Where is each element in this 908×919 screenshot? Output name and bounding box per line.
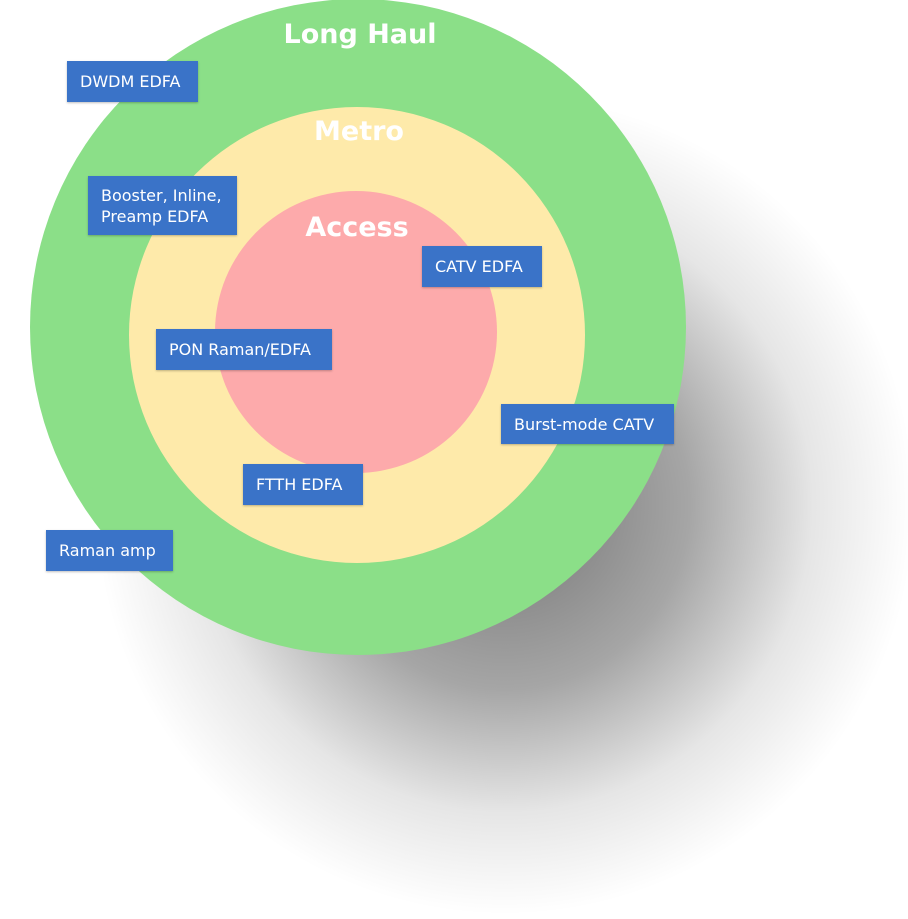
- metro-label: Metro: [314, 116, 404, 147]
- dwdm-edfa-tag: DWDM EDFA: [67, 61, 198, 102]
- pon-raman-edfa-tag: PON Raman/EDFA: [156, 329, 332, 370]
- long-haul-label: Long Haul: [284, 19, 437, 50]
- access-label: Access: [305, 212, 408, 243]
- booster-inline-preamp-edfa-tag: Booster, Inline, Preamp EDFA: [88, 176, 237, 235]
- burst-mode-catv-tag: Burst-mode CATV: [501, 404, 674, 444]
- raman-amp-tag: Raman amp: [46, 530, 173, 571]
- ftth-edfa-tag: FTTH EDFA: [243, 464, 363, 505]
- catv-edfa-tag: CATV EDFA: [422, 246, 542, 287]
